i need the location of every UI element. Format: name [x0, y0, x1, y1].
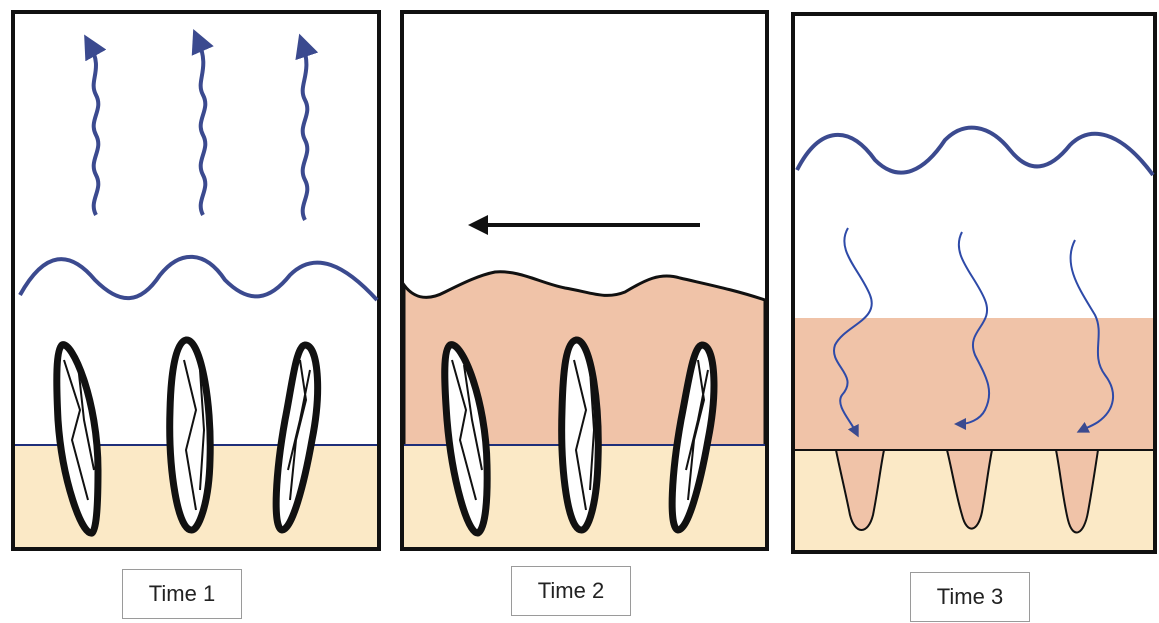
panel-time-2	[402, 12, 767, 549]
grain	[562, 340, 599, 530]
time-2-caption: Time 2	[511, 566, 631, 616]
grain	[170, 340, 210, 530]
time-3-caption: Time 3	[910, 572, 1030, 622]
panel-time-1	[13, 12, 379, 549]
time-1-caption: Time 1	[122, 569, 242, 619]
panel-time-3	[793, 14, 1155, 552]
